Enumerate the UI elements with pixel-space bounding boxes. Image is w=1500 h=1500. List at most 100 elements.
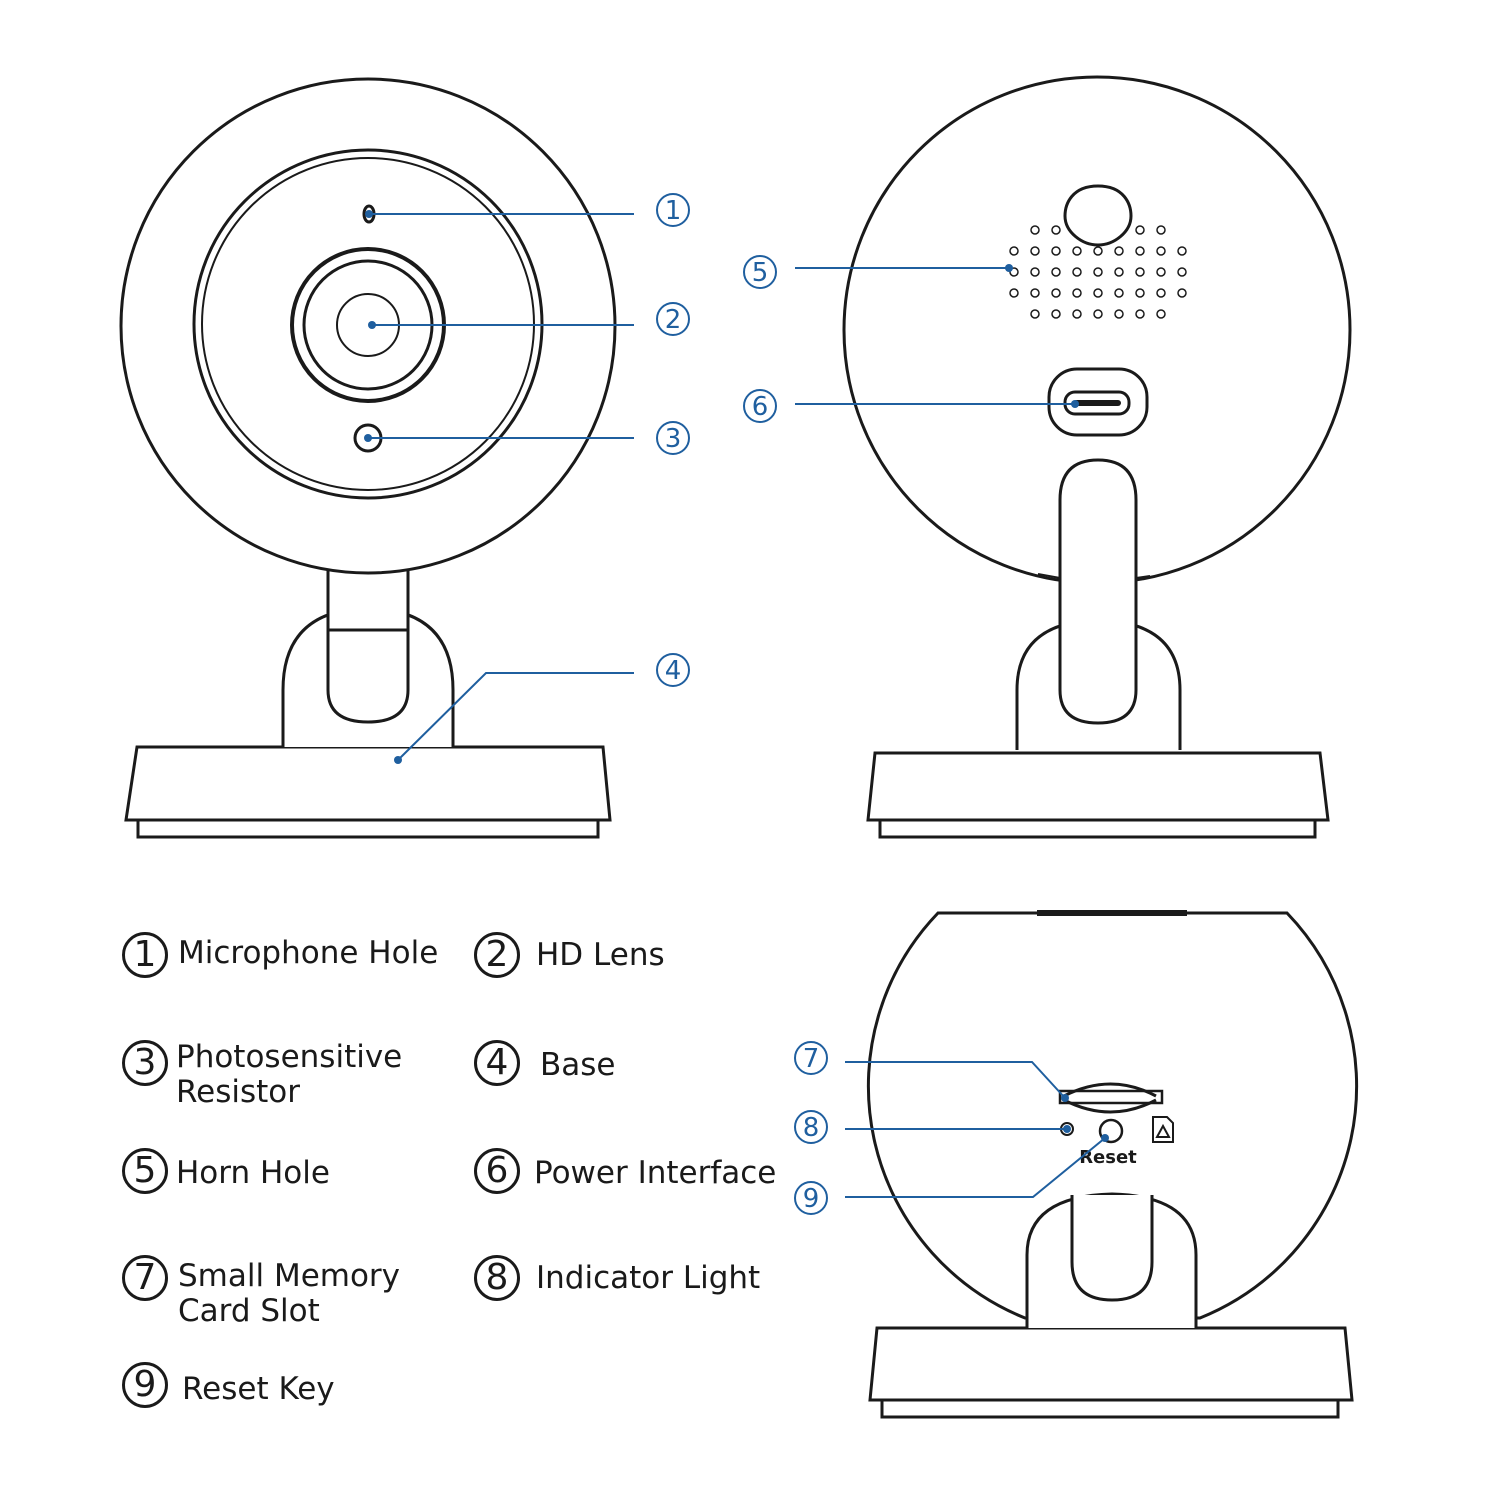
horn-hole-dot: [1114, 246, 1124, 256]
horn-hole-dot: [1177, 288, 1187, 298]
svg-text:3: 3: [665, 424, 682, 454]
horn-hole-dot: [1093, 246, 1103, 256]
legend-label: Base: [540, 1047, 616, 1083]
horn-hole-dot: [1072, 267, 1082, 277]
horn-hole-dot: [1156, 246, 1166, 256]
leader-4: [397, 672, 634, 761]
back-arm-edge-right: [1135, 575, 1151, 579]
legend-item-photosensitive-resistor: 3 Photosensitive Resistor: [122, 1040, 402, 1110]
svg-text:9: 9: [803, 1184, 820, 1214]
svg-text:5: 5: [752, 258, 769, 288]
svg-text:7: 7: [803, 1044, 820, 1074]
leader-dots: [364, 210, 1109, 1142]
back-arm: [1058, 458, 1138, 725]
horn-hole-dot: [1051, 288, 1061, 298]
callout-7: 7: [794, 1041, 828, 1075]
bottom-arm: [1070, 1195, 1154, 1302]
legend-number: 8: [474, 1255, 520, 1301]
bottom-view: [866, 910, 1359, 1419]
front-base-foot: [136, 818, 600, 839]
horn-hole-dot: [1093, 309, 1103, 319]
horn-hole-dot: [1156, 309, 1166, 319]
horn-hole-dot: [1030, 288, 1040, 298]
horn-hole-dot: [1009, 288, 1019, 298]
back-base: [866, 751, 1330, 822]
legend-item-hd-lens: 2 HD Lens: [474, 932, 665, 978]
horn-hole-dot: [1156, 288, 1166, 298]
horn-hole-dot: [1030, 246, 1040, 256]
horn-hole-dot: [1114, 288, 1124, 298]
svg-text:4: 4: [665, 656, 682, 686]
callout-markers: 1 2 3 4 5 6 7 8: [656, 193, 828, 1215]
legend-number: 5: [122, 1148, 168, 1194]
legend-label: Indicator Light: [536, 1260, 761, 1296]
front-view: [119, 77, 617, 839]
legend-number: 9: [122, 1362, 168, 1408]
horn-hole-dot: [1135, 246, 1145, 256]
horn-hole-dot: [1177, 267, 1187, 277]
horn-hole-grid: [1009, 225, 1187, 319]
horn-hole-dot: [1135, 225, 1145, 235]
callout-3: 3: [656, 421, 690, 455]
back-view: [842, 75, 1352, 839]
callout-9: 9: [794, 1181, 828, 1215]
bottom-base-foot: [880, 1398, 1340, 1419]
svg-text:6: 6: [752, 392, 769, 422]
legend-item-reset-key: 9 Reset Key: [122, 1362, 335, 1408]
callout-2: 2: [656, 302, 690, 336]
horn-hole-dot: [1093, 288, 1103, 298]
horn-hole-dot: [1051, 225, 1061, 235]
callout-6: 6: [743, 389, 777, 423]
legend-number: 3: [122, 1040, 168, 1086]
reset-label: Reset: [1079, 1147, 1137, 1168]
legend-number: 4: [474, 1040, 520, 1086]
legend-number: 6: [474, 1148, 520, 1194]
legend-item-horn-hole: 5 Horn Hole: [122, 1148, 330, 1194]
horn-hole-dot: [1114, 309, 1124, 319]
horn-hole-dot: [1135, 267, 1145, 277]
legend-item-microphone-hole: 1 Microphone Hole: [122, 932, 438, 978]
leader-lines: [368, 213, 1106, 1198]
svg-text:1: 1: [665, 196, 682, 226]
power-port-outer: [1047, 367, 1149, 437]
leader-7: [845, 1061, 1066, 1099]
horn-hole-dot: [1030, 225, 1040, 235]
horn-hole-dot: [1051, 246, 1061, 256]
legend-label: Microphone Hole: [178, 935, 439, 971]
back-base-foot: [878, 818, 1317, 839]
front-base: [124, 745, 612, 822]
legend-label: Power Interface: [534, 1155, 777, 1191]
horn-hole-dot: [1135, 309, 1145, 319]
horn-hole-dot: [1009, 246, 1019, 256]
horn-hole-dot: [1135, 288, 1145, 298]
leader-9: [845, 1137, 1106, 1198]
horn-hole-dot: [1072, 288, 1082, 298]
reset-key: [1098, 1118, 1124, 1144]
power-port-slot: [1073, 400, 1121, 406]
legend-label: HD Lens: [536, 937, 665, 973]
back-button: [1063, 184, 1133, 247]
callout-5: 5: [743, 255, 777, 289]
horn-hole-dot: [1051, 309, 1061, 319]
legend-label: Horn Hole: [176, 1155, 330, 1191]
horn-hole-dot: [1177, 246, 1187, 256]
legend-number: 7: [122, 1255, 168, 1301]
horn-hole-dot: [1030, 309, 1040, 319]
sd-card-icon: [1152, 1116, 1174, 1143]
legend-label: Photosensitive Resistor: [176, 1039, 403, 1110]
callout-4: 4: [656, 653, 690, 687]
horn-hole-dot: [1009, 267, 1019, 277]
svg-text:8: 8: [803, 1113, 820, 1143]
bottom-base: [868, 1326, 1354, 1402]
legend-item-base: 4 Base: [474, 1040, 616, 1086]
front-arm: [326, 560, 410, 724]
horn-hole-dot: [1030, 267, 1040, 277]
callout-8: 8: [794, 1110, 828, 1144]
legend-number: 2: [474, 932, 520, 978]
legend-label: Reset Key: [182, 1371, 335, 1407]
memory-card-slot: [1058, 1089, 1164, 1105]
callout-1: 1: [656, 193, 690, 227]
horn-hole-dot: [1051, 267, 1061, 277]
horn-hole-dot: [1156, 267, 1166, 277]
